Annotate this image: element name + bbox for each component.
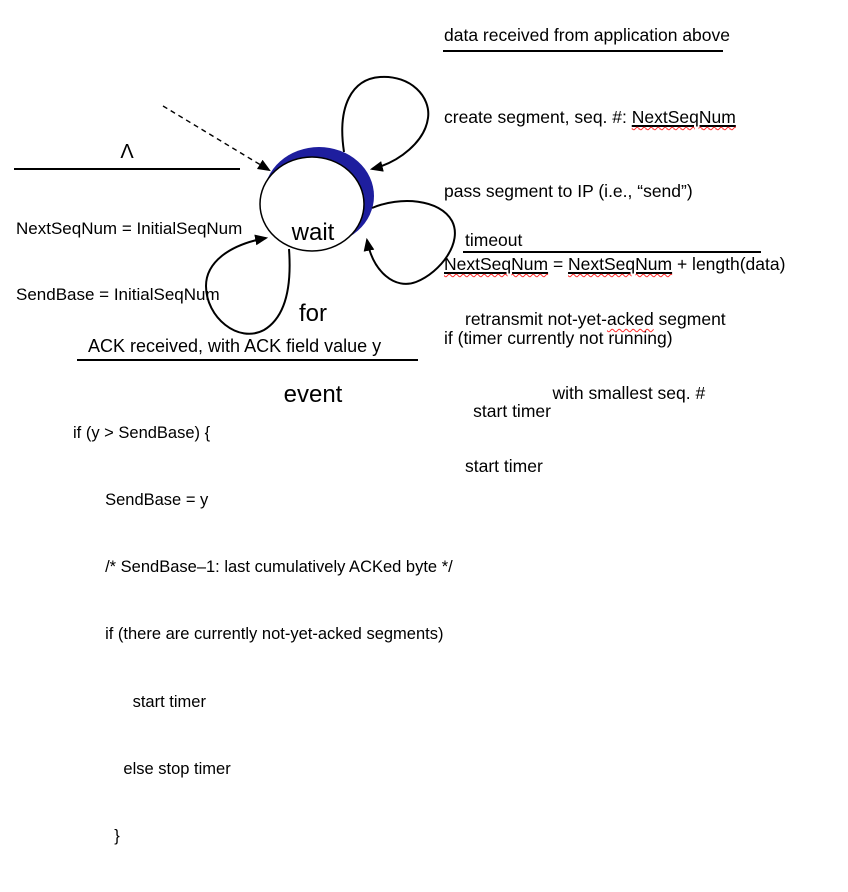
var-underline: NextSeqNum: [632, 107, 736, 127]
action-start-timer: start timer: [465, 456, 543, 476]
code-line: else stop timer: [73, 759, 231, 778]
fsm-graphics: [162, 75, 456, 335]
code-line: if (y > SendBase) {: [73, 423, 211, 442]
code-line: SendBase = y: [73, 491, 209, 510]
code-line: }: [73, 827, 120, 846]
var-underline: NextSeqNum: [568, 254, 672, 274]
action-smallest-seq: with smallest seq. #: [465, 382, 706, 403]
action-pass-segment: pass segment to IP (i.e., “send”): [444, 180, 693, 201]
word-acked: acked: [606, 309, 654, 329]
code-line: start timer: [73, 692, 206, 711]
init-transition-arrow: [162, 105, 271, 172]
timeout-actions: retransmit not-yet-acked segment with sm…: [465, 258, 726, 528]
state-label-line: wait: [291, 219, 335, 246]
init-action-line: SendBase = InitialSeqNum: [16, 285, 220, 304]
var-nextseqnum: NextSeqNum: [568, 254, 673, 274]
action-text: segment: [653, 309, 726, 329]
init-event-lambda: Λ: [120, 141, 134, 163]
code-line: if (there are currently not-yet-acked se…: [73, 625, 444, 644]
self-loop-ack-received: [204, 234, 291, 335]
fsm-diagram: wait for event Λ NextSeqNum = InitialSeq…: [14, 25, 786, 846]
event-data-received: data received from application above: [444, 25, 731, 45]
init-event-separator: [14, 168, 240, 170]
init-actions: NextSeqNum = InitialSeqNum SendBase = In…: [16, 174, 242, 350]
action-text: create segment, seq. #:: [444, 107, 632, 127]
action-start-timer: start timer: [444, 401, 551, 421]
var-nextseqnum: NextSeqNum: [444, 254, 549, 274]
var-nextseqnum: NextSeqNum: [631, 107, 736, 127]
init-action-line: NextSeqNum = InitialSeqNum: [16, 219, 243, 238]
timeout-separator: [463, 251, 761, 253]
action-text: retransmit not-yet-: [465, 309, 607, 329]
action-if-timer: if (timer currently not running): [444, 327, 673, 348]
var-underline: NextSeqNum: [444, 254, 548, 274]
self-loop-timeout: [363, 200, 456, 285]
action-create-segment: create segment, seq. #: NextSeqNum: [444, 105, 785, 130]
event-timeout: timeout: [465, 230, 523, 250]
ack-separator: [77, 359, 418, 361]
data-received-actions: create segment, seq. #: NextSeqNum pass …: [444, 56, 785, 473]
ack-code-block: if (y > SendBase) { SendBase = y /* Send…: [73, 377, 453, 892]
action-update-nextseqnum: NextSeqNum = NextSeqNum + length(data): [444, 252, 785, 277]
action-text: + length(data): [672, 254, 786, 274]
state-circle: [259, 156, 365, 252]
state-label-line: for: [298, 300, 327, 327]
self-loop-data-received: [341, 75, 430, 172]
action-retransmit: retransmit not-yet-acked segment: [465, 307, 726, 332]
event-ack-received: ACK received, with ACK field value y: [88, 336, 382, 356]
data-received-separator: [443, 50, 723, 52]
state-label-line: event: [283, 381, 343, 408]
code-line: /* SendBase–1: last cumulatively ACKed b…: [73, 558, 453, 577]
state-label: wait for event: [257, 165, 369, 462]
action-text: =: [548, 254, 569, 274]
